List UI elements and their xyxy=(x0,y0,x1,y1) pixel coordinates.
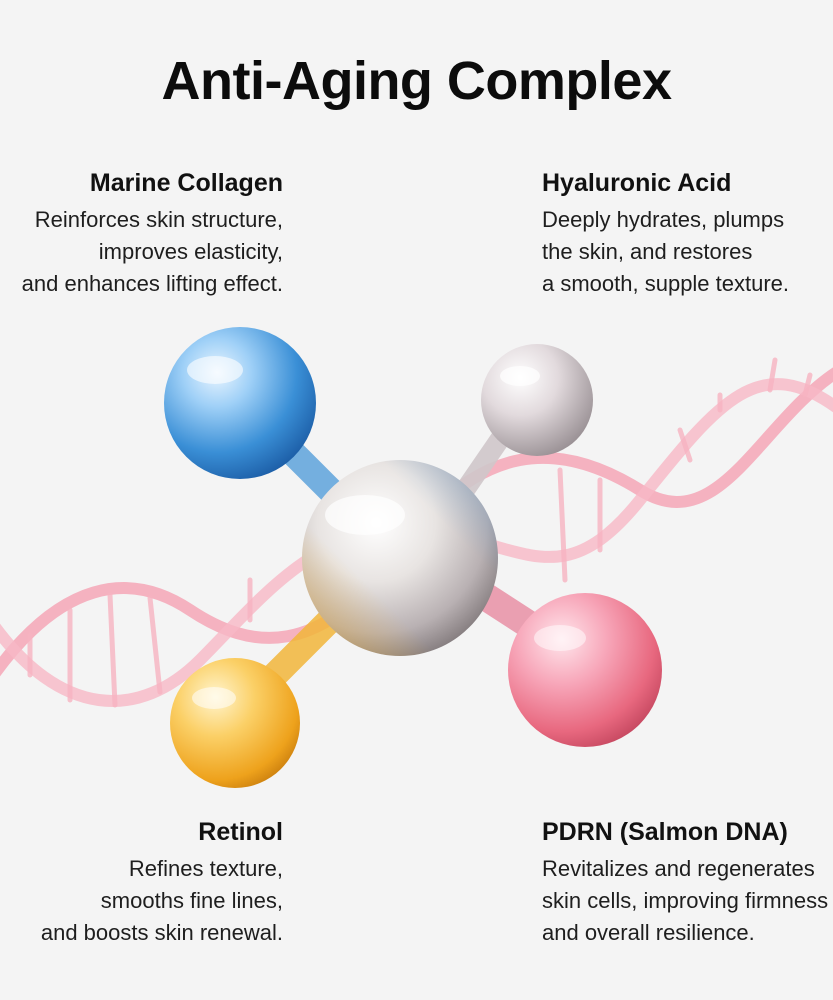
description-line: a smooth, supple texture. xyxy=(542,271,790,296)
description-line: Refines texture, xyxy=(128,856,283,881)
sphere-core-tint xyxy=(302,460,498,656)
dna-rung xyxy=(767,357,778,393)
highlight xyxy=(187,356,243,384)
ingredient-name: Marine Collagen xyxy=(89,169,283,197)
description-line: Reinforces skin structure, xyxy=(34,207,283,232)
description-line: skin cells, improving firmness xyxy=(542,888,829,913)
dna-rung xyxy=(147,595,163,695)
description-line: improves elasticity, xyxy=(98,239,283,264)
sphere-gray xyxy=(481,344,593,456)
description-line: and overall resilience. xyxy=(542,920,755,945)
ingredient-name: PDRN (Salmon DNA) xyxy=(542,818,788,846)
highlight xyxy=(325,495,405,535)
dna-rung xyxy=(802,372,813,398)
ingredient-name: Hyaluronic Acid xyxy=(542,169,732,197)
highlight xyxy=(500,366,540,386)
description-line: Revitalizes and regenerates xyxy=(542,856,815,881)
description-line: smooths fine lines, xyxy=(100,888,283,913)
ingredient-hyaluronic-acid: Hyaluronic Acid Deeply hydrates, plumps … xyxy=(542,169,833,300)
dna-rung xyxy=(107,592,118,708)
ingredient-retinol: Retinol Refines texture, smooths fine li… xyxy=(0,818,283,949)
page-title: Anti-Aging Complex xyxy=(161,51,672,111)
ingredient-description: Reinforces skin structure, improves elas… xyxy=(0,204,283,300)
sphere-blue xyxy=(164,327,316,479)
dna-rung xyxy=(557,467,568,583)
ingredient-name: Retinol xyxy=(198,818,283,846)
ingredient-description: Refines texture, smooths fine lines, and… xyxy=(0,853,283,949)
ingredient-marine-collagen: Marine Collagen Reinforces skin structur… xyxy=(0,169,283,300)
dna-rung xyxy=(677,427,693,463)
sphere-yellow xyxy=(170,658,300,788)
description-line: Deeply hydrates, plumps xyxy=(542,207,785,232)
description-line: the skin, and restores xyxy=(542,239,753,264)
ingredient-pdrn: PDRN (Salmon DNA) Revitalizes and regene… xyxy=(542,818,833,949)
description-line: and enhances lifting effect. xyxy=(21,271,283,296)
ingredient-description: Deeply hydrates, plumps the skin, and re… xyxy=(542,204,833,300)
highlight xyxy=(192,687,236,709)
description-line: and boosts skin renewal. xyxy=(40,920,283,945)
ingredient-description: Revitalizes and regenerates skin cells, … xyxy=(542,853,833,949)
molecule-illustration xyxy=(0,327,833,788)
highlight xyxy=(534,625,586,651)
sphere-pink xyxy=(508,593,662,747)
